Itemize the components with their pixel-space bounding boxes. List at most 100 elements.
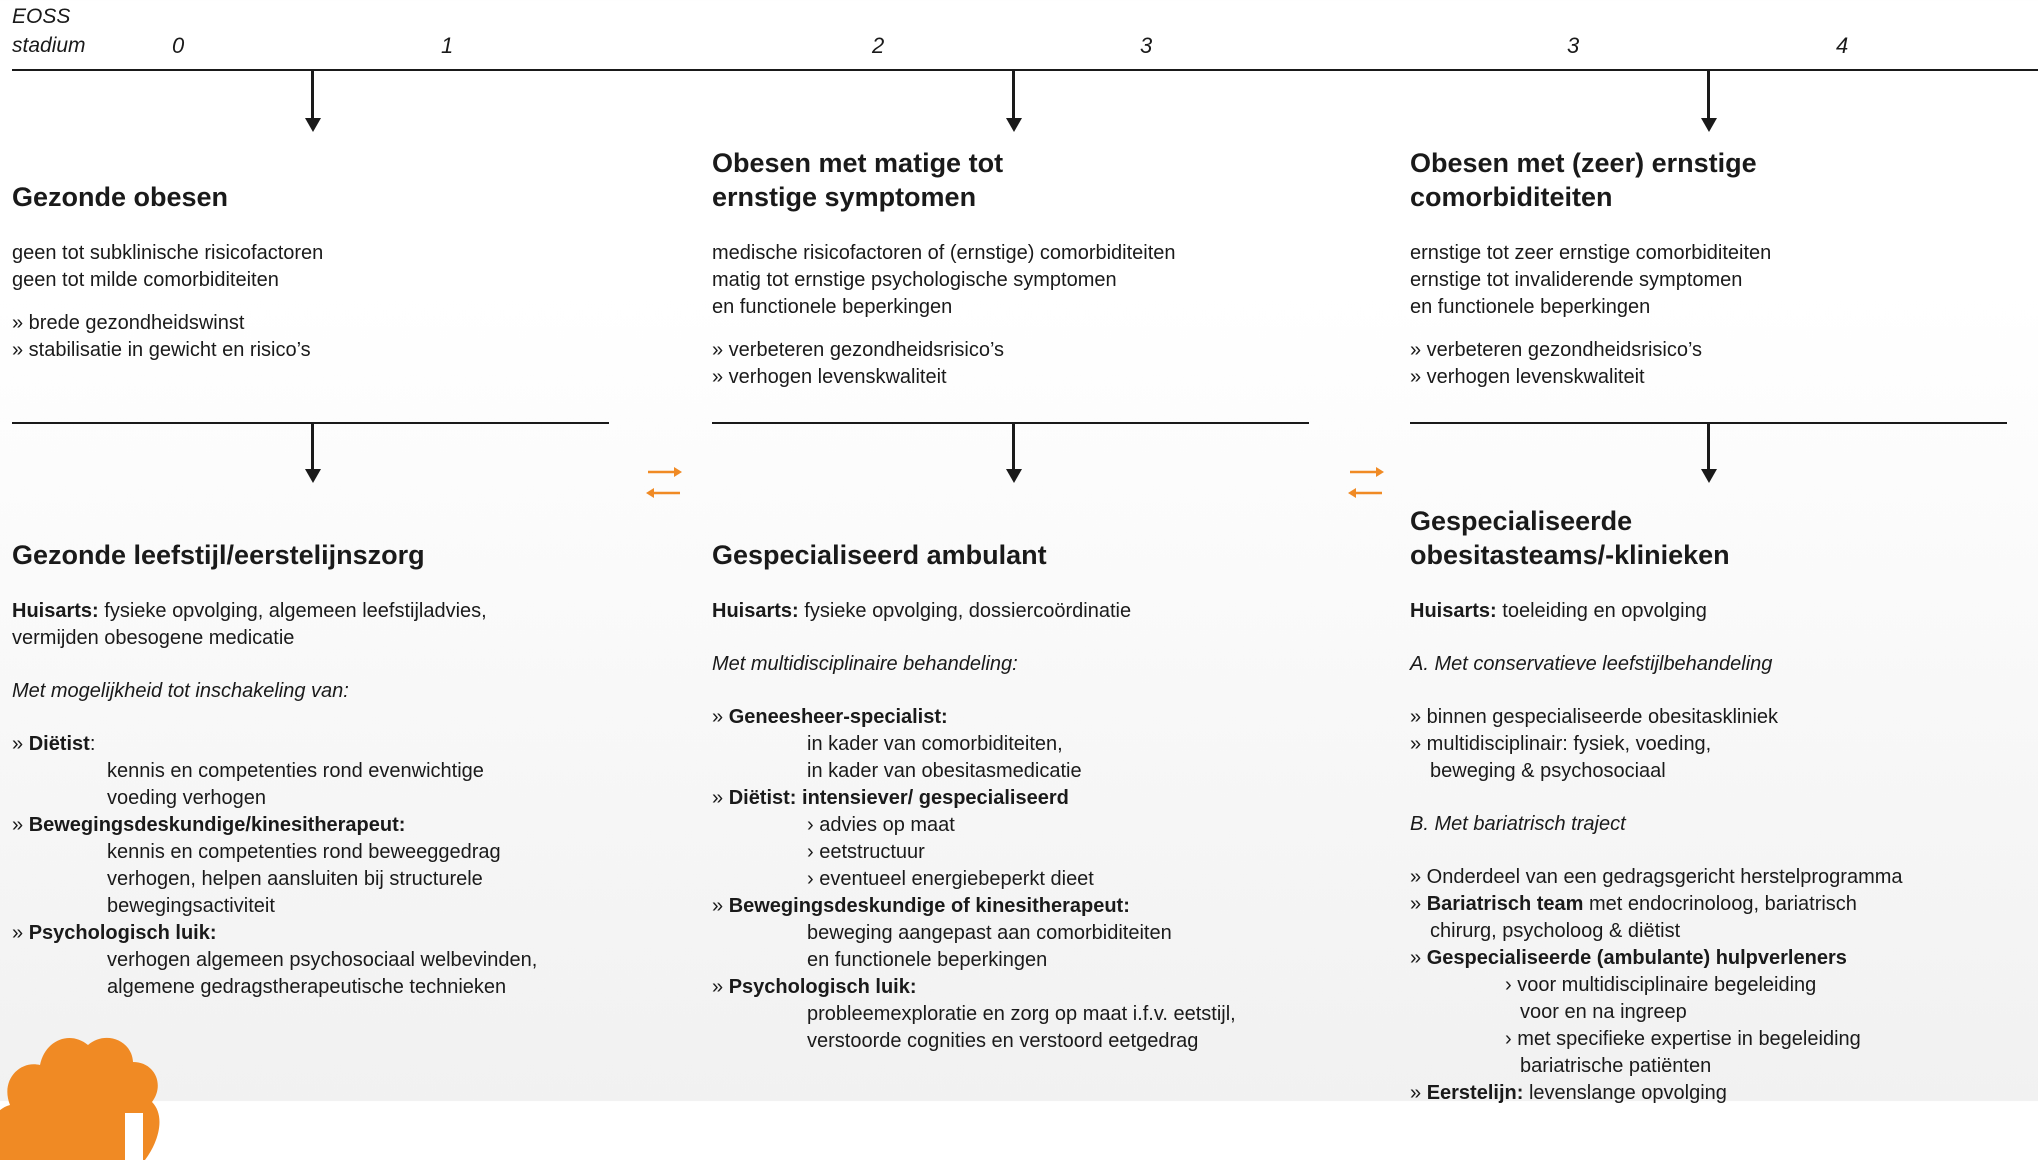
item-detail: beweging & psychosociaal xyxy=(1430,760,1666,782)
title-line: Gespecialiseerde xyxy=(1410,506,1633,536)
item-detail: voor en na ingreep xyxy=(1520,1001,1687,1023)
desc-line: ernstige tot invaliderende symptomen xyxy=(1410,269,1743,291)
huisarts-text: fysieke opvolging, algemeen leefstijladv… xyxy=(98,600,487,622)
item-detail: bariatrische patiënten xyxy=(1520,1055,1712,1077)
list-item: » Eerstelijn: levenslange opvolging xyxy=(1410,1082,1727,1104)
list-item: » Diëtist: xyxy=(12,733,96,755)
desc-line: geen tot subklinische risicofactoren xyxy=(12,242,324,264)
arrow-down-icon xyxy=(1701,424,1717,483)
section-a-title: A. Met conservatieve leefstijlbehandelin… xyxy=(1410,653,1773,675)
care-items: » Geneesheer-specialist: in kader van co… xyxy=(712,704,1352,1055)
list-item: » Bariatrisch team met endocrinoloog, ba… xyxy=(1410,893,1857,915)
section-b-title: B. Met bariatrisch traject xyxy=(1410,813,1626,835)
list-item: » Gespecialiseerde (ambulante) hulpverle… xyxy=(1410,947,1847,969)
column-goals: » verbeteren gezondheidsrisico’s » verho… xyxy=(1410,337,2010,391)
item-detail: probleemexploratie en zorg op maat i.f.v… xyxy=(807,1003,1236,1025)
goal-line: » brede gezondheidswinst xyxy=(12,312,245,334)
item-detail: › met specifieke expertise in begeleidin… xyxy=(1505,1028,1861,1050)
logo-shape-icon xyxy=(0,1037,160,1160)
huisarts-label: Huisarts: xyxy=(1410,600,1497,622)
care-intro: Met multidisciplinaire behandeling: xyxy=(712,653,1018,675)
arrow-down-icon xyxy=(1701,71,1717,132)
care-items: » Diëtist: kennis en competenties rond e… xyxy=(12,731,612,1001)
care-intro: Met mogelijkheid tot inschakeling van: xyxy=(12,680,349,702)
huisarts-text: fysieke opvolging, dossiercoördinatie xyxy=(798,600,1132,622)
column-title: Obesen met matige tot ernstige symptomen xyxy=(712,146,1312,214)
huisarts-block: Huisarts: fysieke opvolging, algemeen le… xyxy=(12,598,612,652)
desc-line: geen tot milde comorbiditeiten xyxy=(12,269,279,291)
huisarts-text2: vermijden obesogene medicatie xyxy=(12,627,295,649)
item-detail: in kader van obesitasmedicatie xyxy=(807,760,1082,782)
care-specialized-teams: Gespecialiseerde obesitasteams/-klinieke… xyxy=(1410,504,2030,1107)
list-item: » Onderdeel van een gedragsgericht herst… xyxy=(1410,866,1903,888)
huisarts-block: Huisarts: fysieke opvolging, dossiercoör… xyxy=(712,598,1352,625)
section-b-list: » Onderdeel van een gedragsgericht herst… xyxy=(1410,864,2030,1107)
eoss-label-line2: stadium xyxy=(12,34,86,57)
desc-line: en functionele beperkingen xyxy=(1410,296,1651,318)
item-detail: verhogen algemeen psychosociaal welbevin… xyxy=(107,949,538,971)
eoss-axis-label: EOSS stadium xyxy=(12,2,86,60)
huisarts-text: toeleiding en opvolging xyxy=(1496,600,1707,622)
divider xyxy=(712,422,1309,424)
desc-line: matig tot ernstige psychologische sympto… xyxy=(712,269,1117,291)
column-title: Obesen met (zeer) ernstige comorbiditeit… xyxy=(1410,146,2010,214)
column-healthy-obese: Gezonde obesen geen tot subklinische ris… xyxy=(12,180,612,364)
item-detail: kennis en competenties rond beweeggedrag xyxy=(107,841,501,863)
desc-line: medische risicofactoren of (ernstige) co… xyxy=(712,242,1176,264)
item-detail: › advies op maat xyxy=(807,814,955,836)
list-item: » multidisciplinair: fysiek, voeding, xyxy=(1410,733,1712,755)
care-specialized-ambulant: Gespecialiseerd ambulant Huisarts: fysie… xyxy=(712,538,1352,1055)
item-detail: chirurg, psycholoog & diëtist xyxy=(1430,920,1681,942)
eoss-label-line1: EOSS xyxy=(12,5,71,28)
item-detail: verhogen, helpen aansluiten bij structur… xyxy=(107,868,483,890)
item-detail: kennis en competenties rond evenwichtige xyxy=(107,760,484,782)
column-severe-comorbidities: Obesen met (zeer) ernstige comorbiditeit… xyxy=(1410,146,2010,391)
list-item: » Geneesheer-specialist: xyxy=(712,706,948,728)
list-item: » binnen gespecialiseerde obesitasklinie… xyxy=(1410,706,1779,728)
goal-line: » stabilisatie in gewicht en risico’s xyxy=(12,339,311,361)
list-item: » Psychologisch luik: xyxy=(12,922,217,944)
exchange-arrows-icon xyxy=(646,467,682,498)
arrow-down-icon xyxy=(1006,71,1022,132)
item-detail: › eetstructuur xyxy=(807,841,925,863)
care-title: Gespecialiseerd ambulant xyxy=(712,540,1047,570)
goal-line: » verhogen levenskwaliteit xyxy=(712,366,947,388)
item-detail: › voor multidisciplinaire begeleiding xyxy=(1505,974,1817,996)
column-moderate-symptoms: Obesen met matige tot ernstige symptomen… xyxy=(712,146,1312,391)
stage-1: 1 xyxy=(441,33,454,58)
item-detail: verstoorde cognities en verstoord eetged… xyxy=(807,1030,1199,1052)
stage-3a: 3 xyxy=(1140,33,1153,58)
item-detail: bewegingsactiviteit xyxy=(107,895,275,917)
section-a-list: » binnen gespecialiseerde obesitasklinie… xyxy=(1410,704,2030,785)
item-detail: › eventueel energiebeperkt dieet xyxy=(807,868,1094,890)
desc-line: en functionele beperkingen xyxy=(712,296,953,318)
column-title: Gezonde obesen xyxy=(12,182,229,212)
huisarts-block: Huisarts: toeleiding en opvolging xyxy=(1410,598,2030,625)
care-title: Gespecialiseerde obesitasteams/-klinieke… xyxy=(1410,504,2030,572)
axis-line xyxy=(12,69,2038,71)
list-item: » Bewegingsdeskundige/kinesitherapeut: xyxy=(12,814,406,836)
care-title: Gezonde leefstijl/eerstelijnszorg xyxy=(12,540,425,570)
stage-2: 2 xyxy=(872,33,885,58)
goal-line: » verhogen levenskwaliteit xyxy=(1410,366,1645,388)
care-primary: Gezonde leefstijl/eerstelijnszorg Huisar… xyxy=(12,538,612,1001)
item-detail: beweging aangepast aan comorbiditeiten xyxy=(807,922,1172,944)
item-detail: algemene gedragstherapeutische technieke… xyxy=(107,976,507,998)
divider xyxy=(12,422,609,424)
title-line: ernstige symptomen xyxy=(712,182,977,212)
column-description: geen tot subklinische risicofactoren gee… xyxy=(12,240,612,294)
title-line: Obesen met matige tot xyxy=(712,148,1004,178)
stage-3b: 3 xyxy=(1567,33,1580,58)
desc-line: ernstige tot zeer ernstige comorbiditeit… xyxy=(1410,242,1772,264)
item-detail: voeding verhogen xyxy=(107,787,267,809)
column-description: medische risicofactoren of (ernstige) co… xyxy=(712,240,1312,321)
column-description: ernstige tot zeer ernstige comorbiditeit… xyxy=(1410,240,2010,321)
huisarts-label: Huisarts: xyxy=(12,600,99,622)
exchange-arrows-icon xyxy=(1348,467,1384,498)
arrow-down-icon xyxy=(305,424,321,483)
divider xyxy=(1410,422,2007,424)
stage-0: 0 xyxy=(172,33,185,58)
item-detail: en functionele beperkingen xyxy=(807,949,1048,971)
goal-line: » verbeteren gezondheidsrisico’s xyxy=(712,339,1005,361)
huisarts-label: Huisarts: xyxy=(712,600,799,622)
